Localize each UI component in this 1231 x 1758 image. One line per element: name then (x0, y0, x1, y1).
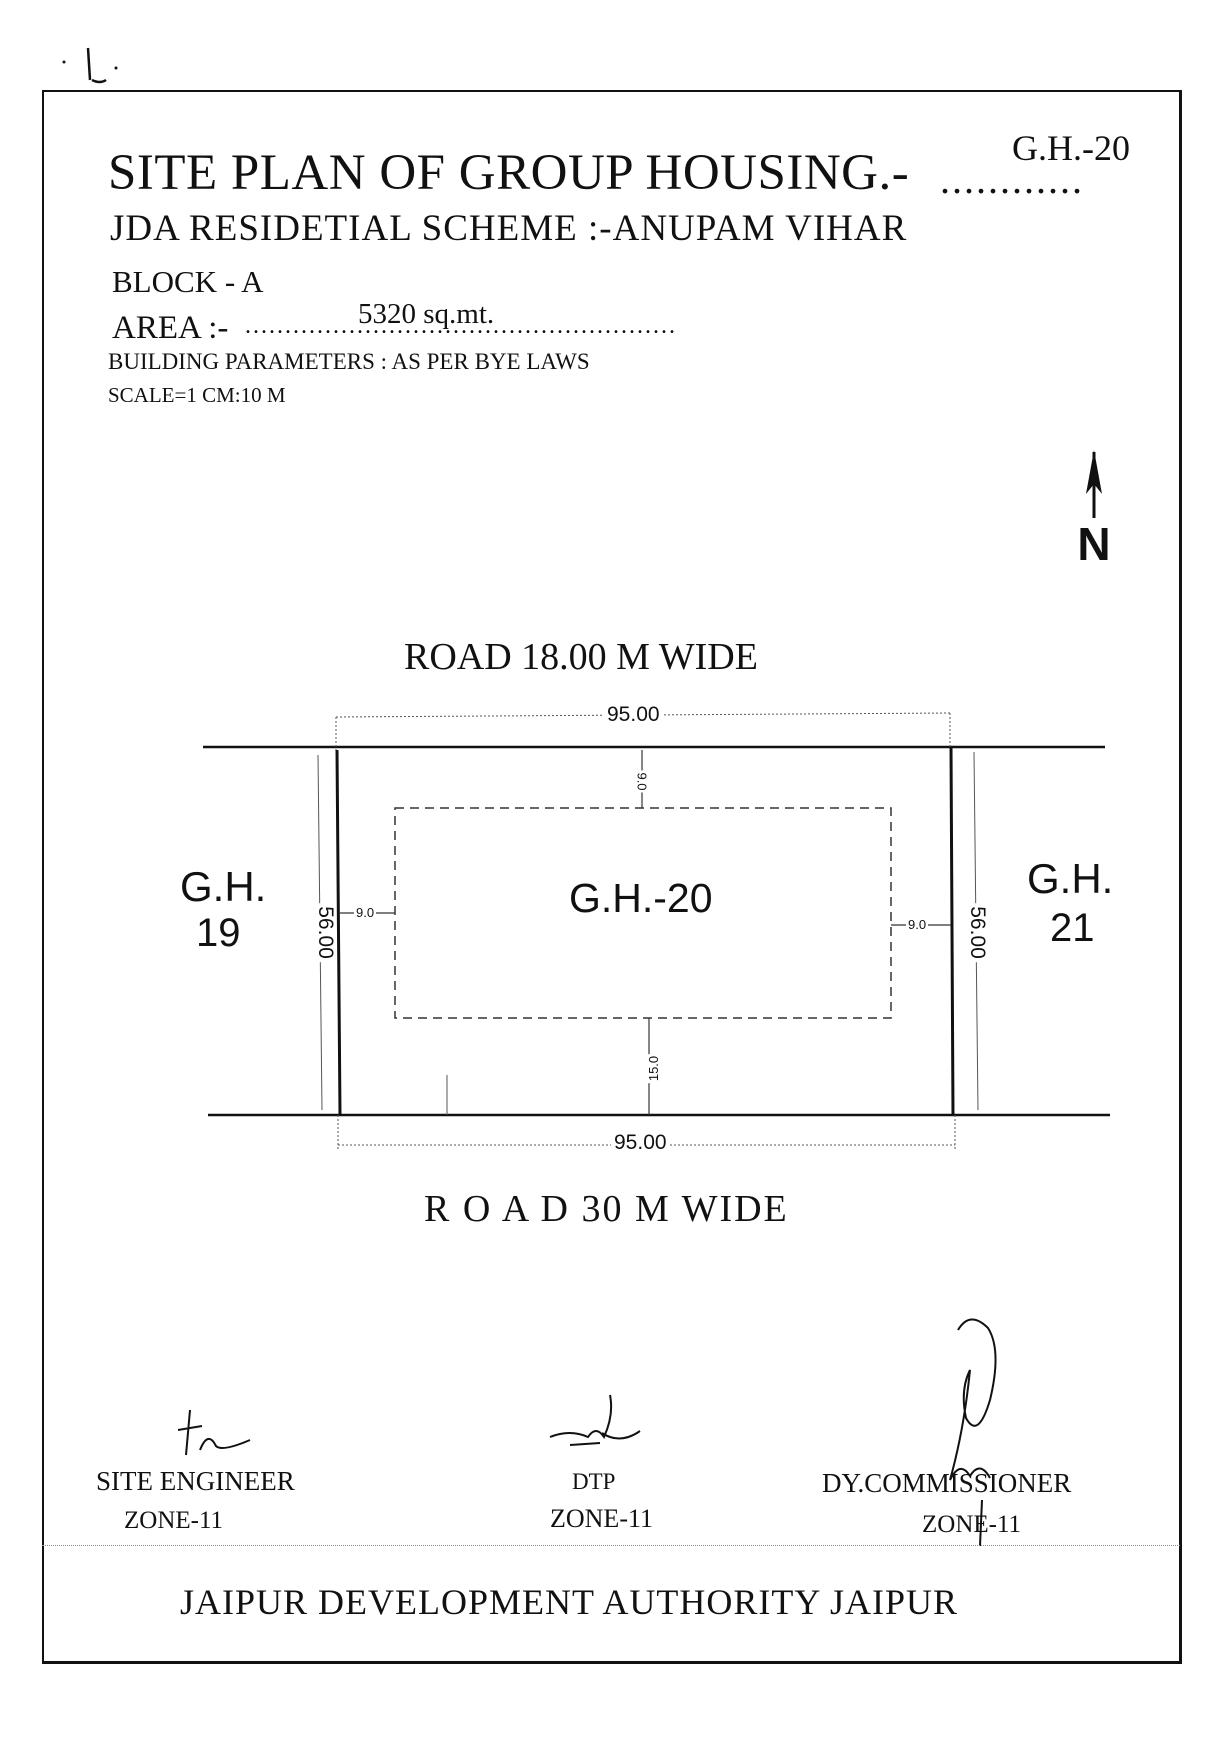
neighbor-right-number: 21 (1050, 906, 1095, 950)
plot-depth-right: 56.00 (966, 903, 989, 962)
signatory-dy-commissioner: DY.COMMISSIONER (822, 1468, 1072, 1498)
scan-mark (62, 47, 118, 84)
site-engineer-signature (177, 1409, 251, 1456)
scale-note: SCALE=1 CM:10 M (108, 383, 286, 407)
road-top-label: ROAD 18.00 M WIDE (404, 636, 758, 678)
road-bottom-label: R O A D 30 M WIDE (424, 1188, 789, 1230)
signatory-dtp-zone: ZONE-11 (550, 1504, 654, 1533)
setback-right: 9.0 (906, 917, 929, 932)
plot-depth-left: 56.00 (314, 903, 337, 962)
area-value: 5320 sq.mt. (358, 298, 495, 330)
footer-divider (42, 1545, 1180, 1546)
dy-commissioner-signature (949, 1318, 997, 1547)
plot-width-bottom: 95.00 (611, 1132, 670, 1153)
north-label: N (1077, 518, 1110, 566)
signatory-site-engineer: SITE ENGINEER (96, 1466, 295, 1496)
plot-boundary-left (335, 749, 342, 1116)
drawing-frame (42, 90, 1182, 1664)
north-arrow-icon: N (1077, 450, 1111, 566)
plot-label: G.H.-20 (569, 875, 713, 921)
plot-boundary-right (949, 746, 955, 1116)
dtp-signature (549, 1394, 641, 1446)
setback-left: 9.0 (354, 905, 377, 920)
page-title: SITE PLAN OF GROUP HOUSING.- (108, 145, 910, 201)
setback-front: 9.0 (634, 770, 650, 793)
neighbor-left-number: 19 (196, 911, 241, 955)
plot-reference: G.H.-20 (1012, 128, 1130, 168)
signatory-site-engineer-zone: ZONE-11 (124, 1507, 224, 1534)
setback-rear: 15.0 (646, 1053, 662, 1084)
title-dotted-leader: ............ (940, 157, 1084, 202)
building-parameters: BUILDING PARAMETERS : AS PER BYE LAWS (108, 349, 590, 374)
signatory-dy-commissioner-zone: ZONE-11 (922, 1511, 1022, 1538)
block-label: BLOCK - A (112, 264, 264, 299)
authority-name: JAIPUR DEVELOPMENT AUTHORITY JAIPUR (180, 1582, 959, 1622)
neighbor-right-label: G.H. (1027, 855, 1114, 902)
area-label: AREA :- (112, 310, 229, 346)
scheme-name: JDA RESIDETIAL SCHEME :-ANUPAM VIHAR (110, 208, 908, 249)
area-dotted-leader: ........................................… (245, 313, 677, 339)
plot-width-top: 95.00 (604, 704, 663, 725)
neighbor-left-label: G.H. (180, 863, 267, 910)
signatory-dtp: DTP (572, 1469, 616, 1494)
